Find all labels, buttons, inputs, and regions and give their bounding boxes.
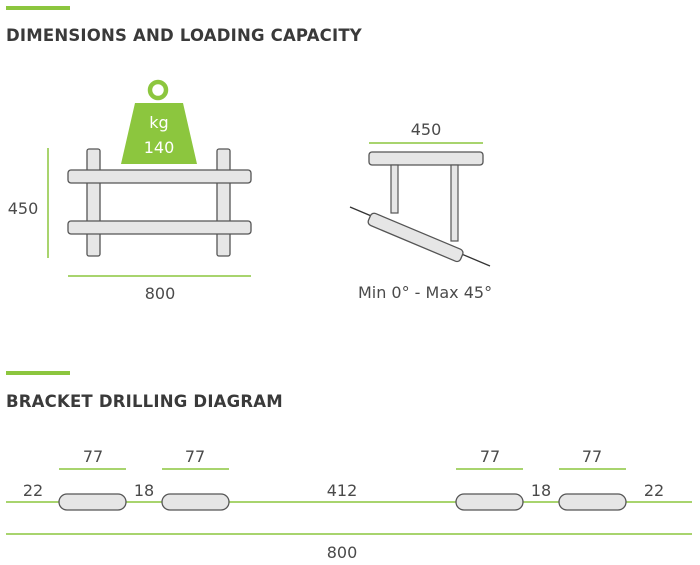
shelf-bottom bbox=[67, 220, 252, 235]
gap-left-label: 18 bbox=[134, 481, 154, 500]
shelf-top bbox=[67, 169, 252, 184]
drill-slot bbox=[161, 493, 230, 511]
depth-label: 450 bbox=[411, 120, 442, 139]
drill-slot bbox=[58, 493, 127, 511]
total-label: 800 bbox=[327, 543, 358, 562]
weight-unit: kg bbox=[149, 113, 168, 132]
slot-width-label: 77 bbox=[480, 447, 500, 466]
wall-bracket bbox=[367, 212, 464, 263]
section-title-drilling: BRACKET DRILLING DIAGRAM bbox=[6, 392, 283, 411]
side-rod-right bbox=[450, 164, 459, 242]
height-label: 450 bbox=[8, 199, 39, 218]
section-rule-dimensions bbox=[6, 6, 70, 10]
drill-slot bbox=[455, 493, 524, 511]
width-label: 800 bbox=[145, 284, 176, 303]
upright-left bbox=[86, 148, 101, 257]
angle-caption: Min 0° - Max 45° bbox=[358, 283, 492, 302]
edge-right-label: 22 bbox=[644, 481, 664, 500]
weight-value: 140 bbox=[144, 138, 175, 157]
gap-right-label: 18 bbox=[531, 481, 551, 500]
weight-icon: kg 140 bbox=[121, 79, 197, 164]
upright-right bbox=[216, 148, 231, 257]
center-gap-label: 412 bbox=[327, 481, 358, 500]
section-rule-drilling bbox=[6, 371, 70, 375]
slot-width-label: 77 bbox=[582, 447, 602, 466]
slot-width-label: 77 bbox=[83, 447, 103, 466]
section-title-dimensions: DIMENSIONS AND LOADING CAPACITY bbox=[6, 26, 362, 45]
drill-slot bbox=[558, 493, 627, 511]
edge-left-label: 22 bbox=[23, 481, 43, 500]
drilling-diagram: 77 77 77 77 22 18 412 18 22 800 bbox=[6, 447, 692, 562]
side-shelf bbox=[368, 151, 484, 166]
side-view: 450 Min 0° - Max 45° bbox=[349, 120, 492, 302]
side-rod-left bbox=[390, 164, 399, 214]
front-view: 450 kg 140 800 bbox=[8, 79, 252, 303]
slot-width-label: 77 bbox=[185, 447, 205, 466]
